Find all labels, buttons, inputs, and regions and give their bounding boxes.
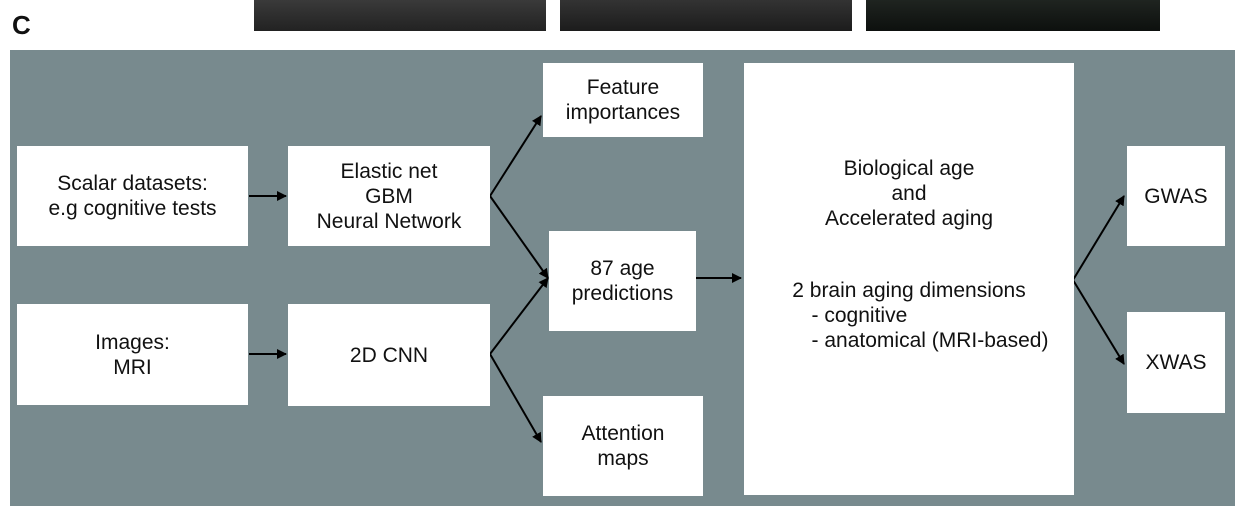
dims-title: 2 brain aging dimensions [792,279,1026,302]
dim-cognitive: - cognitive [811,304,908,327]
arrow-models-to-predictions [489,195,549,279]
panel-label: C [12,10,31,40]
cnn-box: 2D CNN [288,304,490,406]
scalar-datasets-box: Scalar datasets: e.g cognitive tests [17,146,248,246]
aging-line-1: Biological age [843,157,975,180]
arrow-aging-to-xwas [1072,279,1125,365]
images-box: Images: MRI [17,304,248,405]
attention-maps-box: Attention maps [543,396,703,496]
gwas-box: GWAS [1127,146,1225,246]
image-strip-3 [866,0,1160,31]
image-strip-1 [254,0,546,31]
xwas-box: XWAS [1127,312,1225,413]
feature-importances-box: Feature importances [543,63,703,137]
image-strip-2 [560,0,852,31]
aging-line-2: and [891,182,927,205]
biological-aging-box: Biological age and Accelerated aging 2 b… [744,63,1074,495]
arrow-cnn-to-attention [489,353,542,443]
arrow-aging-to-gwas [1072,195,1125,281]
arrow-models-to-features [489,115,542,197]
aging-line-3: Accelerated aging [824,207,994,230]
dim-anatomical: - anatomical (MRI-based) [811,329,1049,352]
age-predictions-box: 87 age predictions [549,231,696,331]
scalar-models-box: Elastic net GBM Neural Network [288,146,490,246]
arrow-cnn-to-predictions [489,277,549,355]
